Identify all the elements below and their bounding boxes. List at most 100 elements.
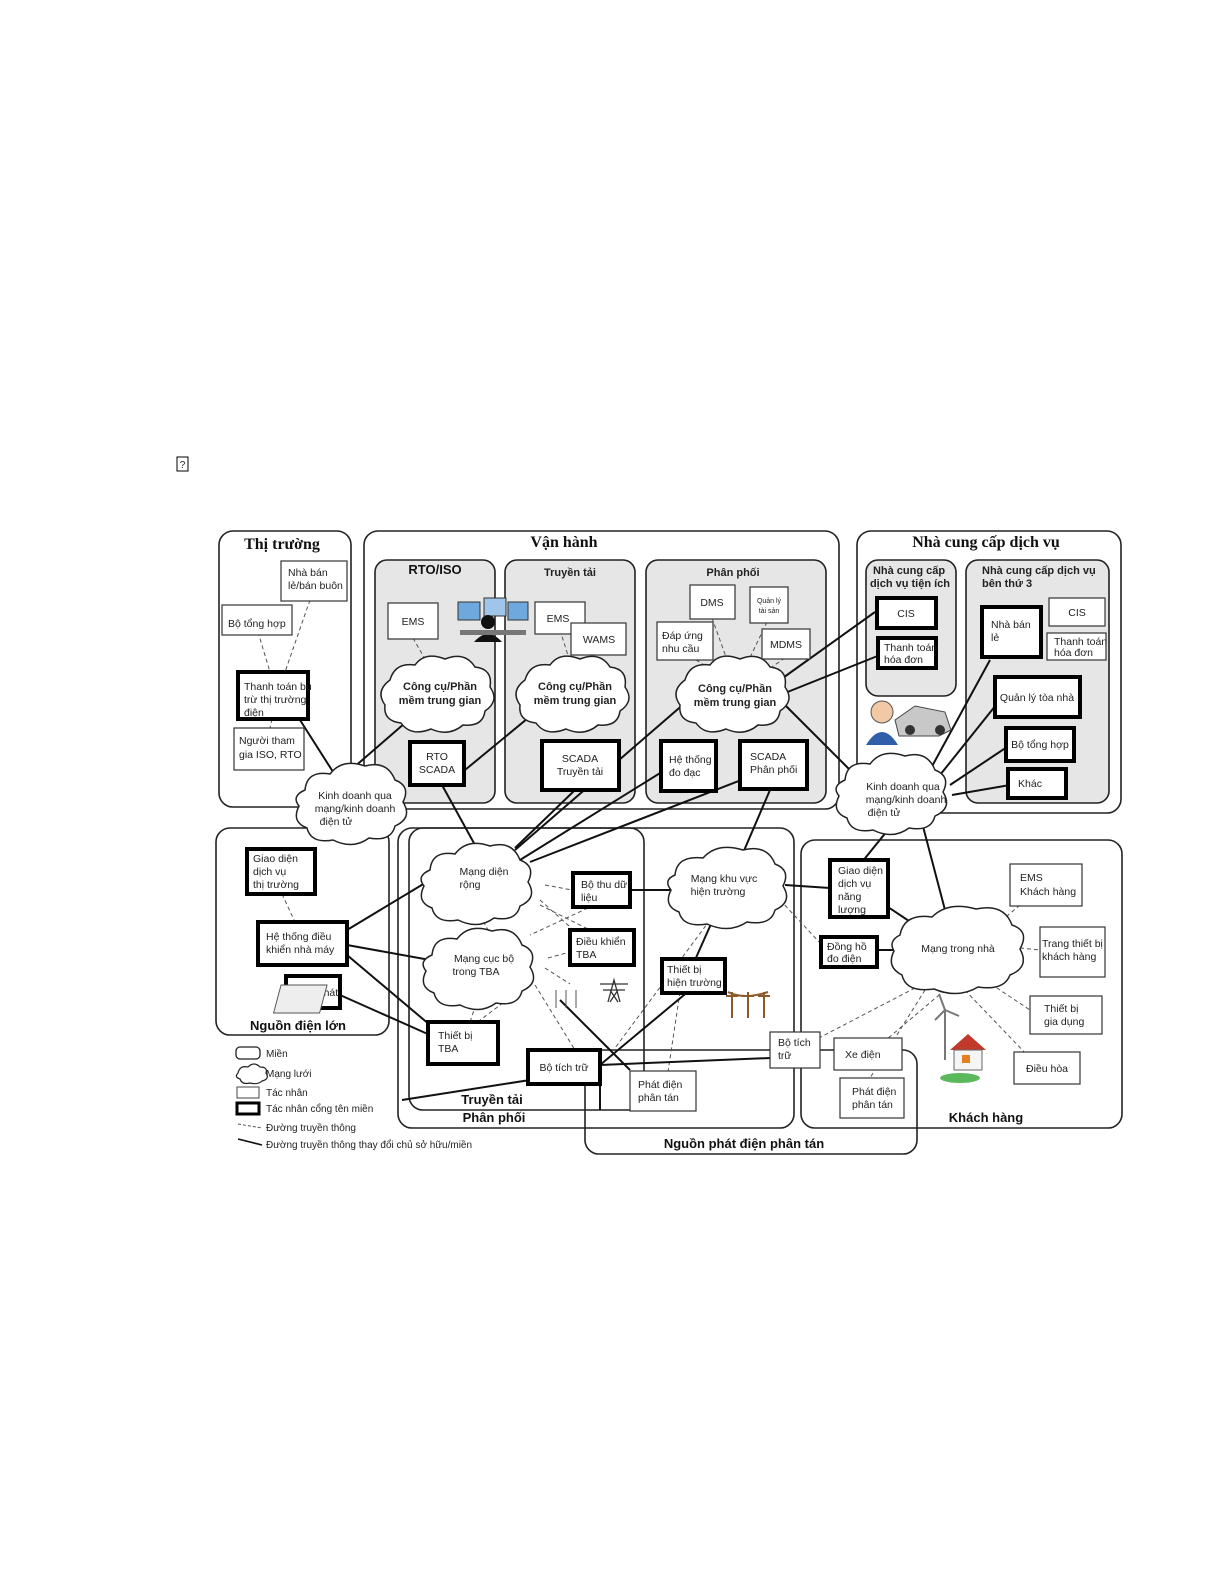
svg-text:Công cụ/Phần: Công cụ/Phần (698, 683, 772, 695)
svg-text:RTO: RTO (426, 751, 448, 763)
svg-text:Khác: Khác (1018, 778, 1042, 790)
actor-ems-rto: EMS (387, 602, 439, 640)
svg-text:Bộ tích trữ: Bộ tích trữ (539, 1062, 588, 1074)
svg-text:Trang thiết bị: Trang thiết bị (1042, 938, 1103, 950)
gateway-thiet-bi-tba: Thiết bị TBA (426, 1020, 500, 1066)
operator-workstation-icon (457, 597, 529, 642)
svg-text:điện tử: điện tử (868, 807, 901, 819)
gateway-khac: Khác (1006, 767, 1068, 800)
svg-text:CIS: CIS (1068, 607, 1086, 619)
actor-quan-ly-tai-san: Quản lý tài sản (749, 586, 789, 624)
svg-text:Quản lý: Quản lý (757, 598, 782, 605)
svg-text:mạng/kinh doanh: mạng/kinh doanh (866, 794, 947, 806)
svg-text:Điều hòa: Điều hòa (1026, 1063, 1068, 1075)
svg-text:SCADA: SCADA (419, 764, 455, 776)
svg-text:Mạng trong nhà: Mạng trong nhà (921, 943, 995, 955)
svg-text:thị trường: thị trường (253, 879, 299, 891)
svg-text:dịch vụ: dịch vụ (838, 878, 871, 890)
svg-text:phân tán: phân tán (852, 1099, 893, 1111)
svg-text:TBA: TBA (576, 949, 596, 961)
actor-xe-dien: Xe điện (833, 1037, 903, 1071)
gateway-nha-ban-le-3: Nhà bán lẻ (980, 605, 1043, 659)
actor-dms: DMS (689, 584, 736, 620)
svg-text:SCADA: SCADA (562, 753, 598, 765)
missing-glyph-icon: ? (176, 456, 189, 472)
svg-text:phân tán: phân tán (638, 1092, 679, 1104)
svg-text:điện tử: điện tử (320, 816, 353, 828)
gateway-quan-ly-toa-nha: Quản lý tòa nhà (993, 675, 1082, 719)
svg-text:Hệ thống điều: Hệ thống điều (266, 931, 332, 943)
gateway-thanh-toan-hd-1: Thanh toán hóa đơn (876, 636, 938, 670)
svg-text:EMS: EMS (1020, 872, 1043, 884)
svg-text:Bộ tích: Bộ tích (778, 1037, 811, 1049)
svg-text:mềm trung gian: mềm trung gian (694, 697, 777, 709)
svg-text:lượng: lượng (838, 904, 866, 916)
gateway-bo-tich-tru-1: Bộ tích trữ (526, 1048, 602, 1086)
legend-tac-nhan: Tác nhân (266, 1088, 308, 1099)
actor-bo-tong-hop-tt: Bộ tổng hợp (221, 604, 293, 636)
svg-text:Thanh toán: Thanh toán (884, 642, 937, 654)
power-poles-icon (726, 991, 770, 1018)
actor-phat-dien-phan-tan-1: Phát điện phân tán (629, 1070, 697, 1112)
svg-text:hóa đơn: hóa đơn (884, 654, 923, 666)
svg-text:Đáp ứng: Đáp ứng (662, 630, 703, 642)
svg-text:Bộ thu dữ: Bộ thu dữ (581, 879, 627, 891)
actor-ems-kh: EMS Khách hàng (1009, 863, 1083, 907)
svg-text:Điều khiển: Điều khiển (576, 936, 626, 948)
svg-text:Bộ tổng hợp: Bộ tổng hợp (228, 618, 286, 630)
svg-text:Công cụ/Phần: Công cụ/Phần (403, 681, 477, 693)
actor-trang-thiet-bi: Trang thiết bị khách hàng (1039, 926, 1106, 978)
svg-text:hiện trường: hiện trường (691, 886, 746, 898)
svg-text:năng: năng (838, 891, 862, 903)
legend-dashed-swatch (237, 1123, 263, 1129)
svg-text:mềm trung gian: mềm trung gian (399, 695, 482, 707)
label-truyen-tai: Truyền tải (461, 1092, 522, 1107)
label-truyen-tai-sub: Truyền tải (544, 567, 596, 579)
svg-text:Đồng hồ: Đồng hồ (827, 941, 867, 953)
svg-text:mạng/kinh doanh: mạng/kinh doanh (315, 803, 396, 815)
domain-truyen-tai (408, 827, 645, 1111)
legend-mien: Miền (266, 1048, 288, 1060)
label-thi-truong: Thị trường (244, 536, 320, 553)
cloud-cong-cu-1: Công cụ/Phần mềm trung gian (380, 655, 495, 733)
actor-cis-2: CIS (1048, 597, 1106, 627)
svg-text:khiển nhà máy: khiển nhà máy (266, 944, 335, 956)
label-phan-phoi: Phân phối (463, 1110, 526, 1125)
legend-network-swatch (235, 1063, 268, 1085)
actor-nguoi-tham-gia: Người tham gia ISO, RTO (233, 727, 305, 771)
cloud-mang-trong-nha: Mạng trong nhà (890, 905, 1025, 995)
legend-duong-truyen-thay-doi: Đường truyền thông thay đổi chủ sở hữu/m… (266, 1139, 472, 1151)
svg-text:Phát điện: Phát điện (852, 1086, 897, 1098)
cloud-mang-cuc-bo: Mạng cục bộ trong TBA (422, 927, 535, 1011)
svg-text:SCADA: SCADA (750, 751, 786, 763)
svg-text:lẻ/bán buôn: lẻ/bán buôn (288, 580, 343, 592)
gateway-bo-thu-du-lieu: Bộ thu dữ liệu (571, 871, 632, 909)
actor-wams: WAMS (570, 622, 627, 656)
legend-gateway-swatch (235, 1101, 261, 1116)
actor-thanh-toan-hd-2: Thanh toán hóa đơn (1046, 632, 1107, 661)
svg-text:Thanh toán bù: Thanh toán bù (244, 681, 312, 693)
svg-text:TBA: TBA (438, 1043, 458, 1055)
svg-text:trong TBA: trong TBA (452, 966, 499, 978)
actor-bo-tich-tru-2: Bộ tích trữ (769, 1031, 821, 1069)
cloud-mang-dien-rong: Mạng diện rộng (420, 842, 533, 926)
svg-text:đo điện: đo điện (827, 953, 862, 965)
gateway-cis-1: CIS (875, 596, 938, 630)
svg-text:Giao diện: Giao diện (838, 865, 883, 877)
svg-text:Quản lý tòa nhà: Quản lý tòa nhà (1000, 692, 1074, 704)
cloud-cong-cu-2: Công cụ/Phần mềm trung gian (515, 655, 630, 733)
domain-nguon-phan-tan (584, 1049, 918, 1155)
svg-text:EMS: EMS (547, 613, 570, 625)
label-nguon-phan-tan: Nguồn phát điện phân tán (664, 1136, 824, 1151)
svg-text:?: ? (180, 460, 186, 471)
substation-icon (272, 984, 577, 1014)
svg-text:Khách hàng: Khách hàng (1020, 886, 1076, 898)
svg-text:Công cụ/Phần: Công cụ/Phần (538, 681, 612, 693)
missing-glyph-box: ? (176, 456, 190, 472)
label-nguon-dien-lon: Nguồn điện lớn (250, 1018, 346, 1033)
gateway-thanh-toan-bu-tru: Thanh toán bù trừ thị trường điện (236, 670, 312, 721)
svg-text:rộng: rộng (459, 879, 480, 891)
svg-text:mềm trung gian: mềm trung gian (534, 695, 617, 707)
label-khach-hang: Khách hàng (949, 1110, 1023, 1125)
label-van-hanh: Vận hành (530, 534, 597, 551)
